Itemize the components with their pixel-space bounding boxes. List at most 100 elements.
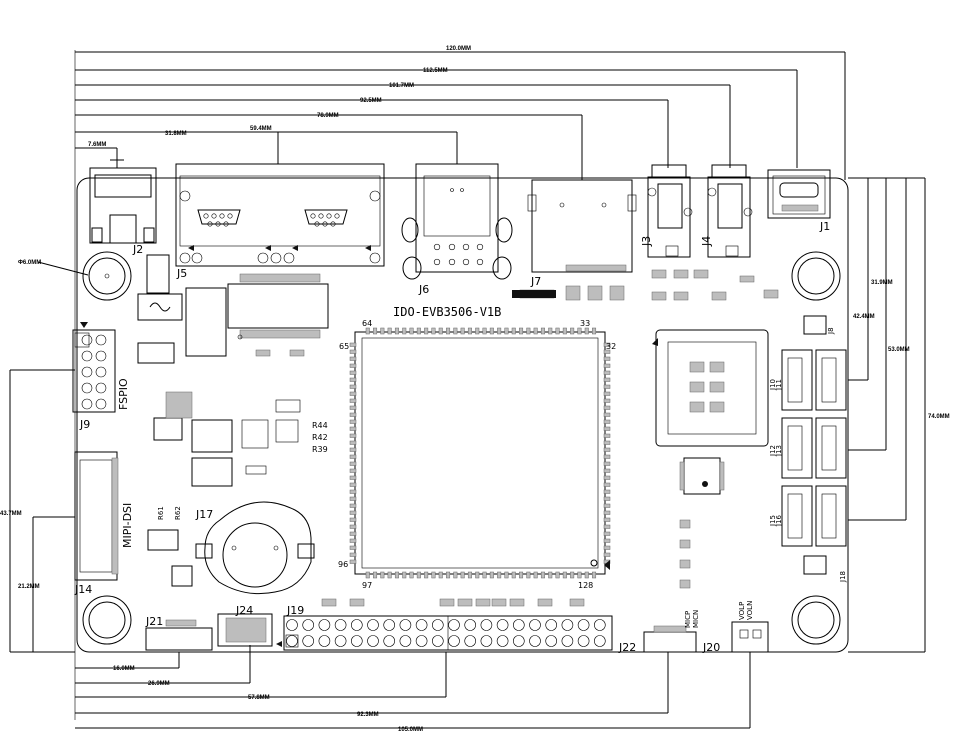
qfp-pin (467, 571, 472, 579)
j8-label: J8 (827, 327, 835, 335)
pin-64-label: 64 (362, 319, 372, 328)
qfp-pin (562, 571, 567, 579)
qfp-pin (482, 571, 487, 579)
qfp-pin (577, 327, 582, 335)
qfp-pin (349, 489, 357, 494)
header-pin (512, 635, 525, 647)
qfp-pin (394, 327, 399, 335)
qfp-pin (603, 482, 611, 487)
micp-label: MICP (684, 611, 692, 628)
r39-label: R39 (312, 445, 328, 454)
header-pin (448, 635, 460, 647)
header-pin (512, 619, 525, 631)
right-terminal-blocks (781, 315, 847, 575)
qfp-pin (349, 482, 357, 487)
header-pin (350, 635, 363, 647)
qfp-pin (603, 531, 611, 536)
header-pin (577, 635, 590, 647)
qfp-pin (497, 571, 502, 579)
dim-53-0: 53.0MM (888, 347, 910, 353)
header-pin (545, 635, 558, 647)
r61-label: R61 (157, 506, 165, 520)
main-processor-qfp (349, 327, 611, 579)
qfp-pin (349, 461, 357, 466)
j19-label: J19 (286, 604, 304, 617)
qfp-pin (603, 440, 611, 445)
qfp-pin (446, 571, 451, 579)
qfp-pin (373, 327, 378, 335)
power-components (137, 254, 329, 587)
header-pin (561, 635, 574, 647)
dim-7-6: 7.6MM (88, 142, 106, 148)
qfp-pin (603, 342, 611, 347)
r62-label: R62 (174, 506, 182, 520)
qfp-pin (577, 571, 582, 579)
header-pin (480, 619, 493, 631)
header-pin (431, 619, 444, 631)
board-outline (76, 177, 849, 653)
qfp-pin (603, 405, 611, 410)
j14-label: J14 (74, 583, 92, 596)
qfp-pin (349, 538, 357, 543)
header-pin (480, 635, 493, 647)
qfp-pin (365, 327, 370, 335)
qfp-pin (603, 391, 611, 396)
header-pin (318, 619, 331, 631)
qfp-pin (349, 524, 357, 529)
header-pin (561, 619, 574, 631)
qfp-pin (540, 327, 545, 335)
qfp-pin (431, 327, 436, 335)
dim-112-5: 112.5MM (423, 68, 448, 74)
dim-78-9: 78.9MM (317, 113, 339, 119)
qfp-pin (446, 327, 451, 335)
qfp-pin (380, 571, 385, 579)
qfp-pin (416, 327, 421, 335)
j10-label: J10 (769, 379, 777, 391)
qfp-pin (349, 370, 357, 375)
header-pin (318, 635, 331, 647)
qfp-pin (349, 545, 357, 550)
qfp-pin (424, 571, 429, 579)
qfp-pin (460, 327, 465, 335)
j20-label: J20 (702, 641, 720, 654)
qfp-pin (349, 419, 357, 424)
qfp-pin (349, 377, 357, 382)
pin-128-label: 128 (578, 581, 593, 590)
mounting-holes (82, 251, 841, 645)
qfp-pin (570, 571, 575, 579)
qfp-pin (562, 327, 567, 335)
header-pin (383, 635, 396, 647)
qfp-pin (603, 426, 611, 431)
voln-label: VOLN (746, 601, 754, 620)
qfp-pin (603, 433, 611, 438)
wireless-module (652, 329, 769, 447)
dim-26-9: 26.9MM (148, 681, 170, 687)
header-pin (496, 635, 509, 647)
qfp-pin (592, 327, 597, 335)
qfp-pin (349, 559, 357, 564)
qfp-pin (349, 356, 357, 361)
qfp-pin (603, 552, 611, 557)
qfp-pin (438, 571, 443, 579)
header-pin (334, 619, 347, 631)
dim-hole: Φ6.0MM (18, 260, 41, 266)
qfp-pin (349, 433, 357, 438)
header-pin (286, 635, 298, 647)
header-pin (399, 619, 412, 631)
header-pin (302, 635, 315, 647)
qfp-pin (460, 571, 465, 579)
qfp-pin (504, 571, 509, 579)
j5-label: J5 (176, 267, 187, 280)
qfp-pin (603, 475, 611, 480)
dim-43-7: 43.7MM (0, 511, 22, 517)
qfp-pin (438, 327, 443, 335)
qfp-pin (349, 510, 357, 515)
j4-audio-jack (707, 164, 753, 258)
j2-label: J2 (132, 243, 143, 256)
qfp-pin (349, 398, 357, 403)
j9-fspio-header (72, 322, 116, 413)
right-small-components (519, 269, 779, 589)
j5-dual-db9 (175, 163, 385, 267)
qfp-pin (511, 571, 516, 579)
